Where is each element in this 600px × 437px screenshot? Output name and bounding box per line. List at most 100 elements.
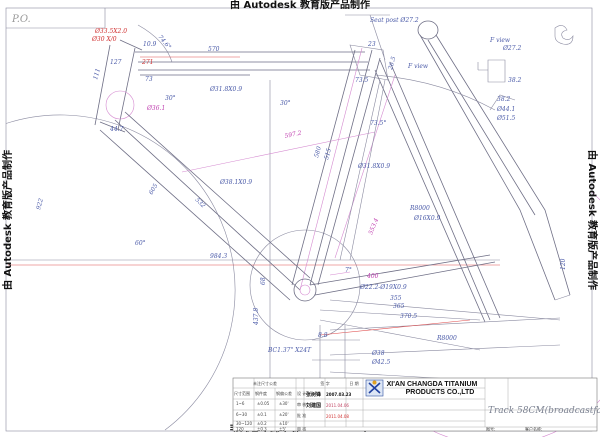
dim-wheelbase: 984.3 <box>210 253 227 260</box>
dim-68: 68 <box>260 277 267 285</box>
seat-stays <box>334 59 501 323</box>
po-label: P.O. <box>11 14 31 25</box>
customer-name-label: 客户名称: <box>525 426 542 432</box>
tolerance-row: 1~6±0.05±30' <box>236 401 289 406</box>
svg-text:±0.1: ±0.1 <box>257 412 267 417</box>
svg-text:±20': ±20' <box>279 412 289 417</box>
dim-73: 73 <box>145 76 153 83</box>
crank-arc <box>249 229 361 341</box>
dim-922: 922 <box>35 197 45 210</box>
dim-38: Ø38 <box>371 350 385 357</box>
dim-10-9: 10.9 <box>143 41 157 48</box>
dim-23: 23 <box>367 41 376 48</box>
dim-42-5: Ø42.5 <box>371 359 390 366</box>
col-head: 钢偏公差 <box>276 390 292 396</box>
seat-tube <box>291 14 390 291</box>
dim-8-8: 8.8 <box>318 332 328 339</box>
dim-angle-73: 73.5° <box>370 120 386 127</box>
signature-1: 张树锋 <box>306 391 322 398</box>
dim-36-1: Ø36.1 <box>146 105 165 112</box>
dim-ht-outer: Ø33.5X2.0 <box>94 28 127 35</box>
dim-355: 355 <box>390 295 402 302</box>
col-head: 钢件度 <box>255 390 267 396</box>
dim-27-2: Ø27.2 <box>502 45 521 52</box>
watermark-left: 由 Autodesk 教育版产品制作 <box>1 150 14 290</box>
chain-stays <box>309 254 561 396</box>
date-header: 日 期 <box>349 380 358 386</box>
dim-605: 605 <box>148 182 160 196</box>
dim-cs-r: R8000 <box>436 335 457 342</box>
dim-st-580: 580 <box>313 145 323 158</box>
drawing-number-label: 图号: <box>486 426 495 432</box>
head-tube <box>94 24 173 133</box>
dim-60: 60° <box>135 240 146 247</box>
dim-51-5: Ø51.5 <box>496 115 515 122</box>
dim-271: 271 <box>141 59 153 66</box>
svg-text:30~120: 30~120 <box>236 421 253 426</box>
dim-120: 120 <box>560 258 567 270</box>
role-review: 审 核 <box>297 426 306 432</box>
dim-angle-30b: 30° <box>280 100 291 107</box>
dim-437-8: 437.8 <box>253 308 260 326</box>
tolerance-header: 未注尺寸公差 <box>253 380 277 386</box>
dim-532: 532 <box>194 196 207 209</box>
date-1: 2007.03.23 <box>326 392 352 397</box>
svg-text:±0.2: ±0.2 <box>257 421 267 426</box>
f-view-label-2: F view <box>489 37 511 44</box>
tolerance-row: 120±0.3±5' <box>236 427 286 432</box>
dragon-logo-icon <box>554 25 574 45</box>
drawing-title: Track 58CM(broadcastfax) <box>488 405 600 416</box>
dim-tt-len: 570 <box>208 46 220 53</box>
dim-127: 127 <box>110 59 122 66</box>
front-wheel-arc <box>5 114 236 431</box>
col-head: 尺寸范围 <box>234 390 250 396</box>
po-box: P.O. <box>6 8 106 29</box>
dim-angle-30a: 30° <box>165 95 176 102</box>
title-block: 未注尺寸公差 签 字 日 期 尺寸范围 钢件度 钢偏公差 1~6±0.05±30… <box>232 377 600 432</box>
dim-ss-r: R8000 <box>409 205 430 212</box>
bottom-bracket <box>293 278 317 302</box>
dim-bsa: BC1.37" X24T <box>267 347 312 354</box>
tolerance-row: 6~30 ±0.1 ±20' <box>236 412 289 417</box>
f-view-label: F view <box>407 63 429 70</box>
dim-st-515: 515 <box>323 147 333 160</box>
dim-370-5: 370.5 <box>400 313 417 320</box>
dim-7: 7° <box>345 267 352 274</box>
svg-text:6~30: 6~30 <box>236 412 247 417</box>
dim-44-7: 44.7 <box>109 126 124 133</box>
f-view-detail <box>477 59 506 83</box>
dim-73-5: 73.5 <box>355 77 369 84</box>
watermark-right: 由 Autodesk 教育版产品制作 <box>586 150 599 290</box>
dim-st-tube: Ø31.8X0.9 <box>357 163 390 170</box>
dim-44-1: Ø44.1 <box>496 106 515 113</box>
svg-text:±0.3: ±0.3 <box>257 427 267 432</box>
role-design: 设 计 <box>297 390 306 396</box>
dim-dt-tube: Ø38.1X0.9 <box>219 179 252 186</box>
svg-text:1~6: 1~6 <box>236 401 245 406</box>
dim-26-5: 26.5 <box>387 56 398 72</box>
company-name-2: PRODUCTS CO.,LTD <box>406 389 475 396</box>
svg-text:±10': ±10' <box>279 421 289 426</box>
dim-reach: 597.2 <box>284 130 302 140</box>
dim-ht-inner: Ø30 X/0 <box>91 36 117 43</box>
dim-seatpost: Seat post Ø27.2 <box>370 17 419 24</box>
dim-111: 111 <box>92 68 102 81</box>
fork-view <box>374 20 571 301</box>
dim-ss-len: 553.4 <box>367 217 380 236</box>
svg-text:±5': ±5' <box>279 427 286 432</box>
dim-400: 400 <box>366 273 379 280</box>
signature-2: 刘建国 <box>306 402 321 409</box>
bottom-bracket-inner <box>299 284 311 296</box>
dim-tt-tube: Ø31.8X0.9 <box>209 86 242 93</box>
dim-38-2: 38.2 <box>508 77 522 84</box>
role-check: 审 核 <box>297 401 306 407</box>
dim-angle-74: 74.6° <box>156 34 172 51</box>
company-name: XI'AN CHANGDA TITANIUM <box>387 381 478 388</box>
date-2: 2011.04.06 <box>326 403 349 408</box>
dim-cs-tube: Ø22.2-Ø19X0.9 <box>359 284 407 291</box>
svg-text:±0.05: ±0.05 <box>257 401 270 406</box>
down-tube <box>99 111 376 301</box>
company-logo-icon <box>365 379 384 397</box>
watermark-top: 由 Autodesk 教育版产品制作 <box>230 0 370 11</box>
